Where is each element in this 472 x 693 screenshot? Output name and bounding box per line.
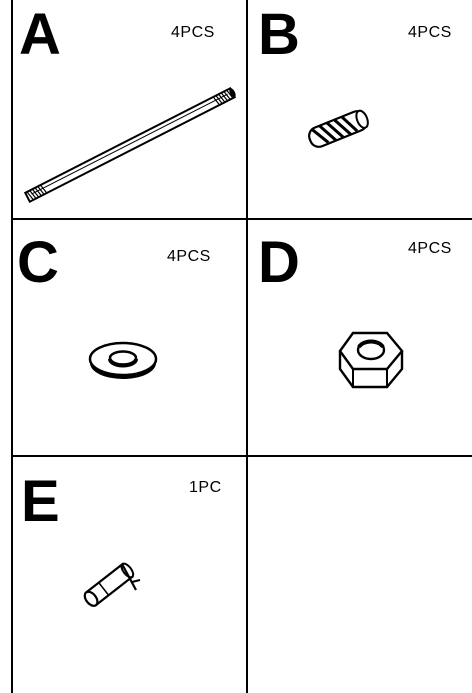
part-letter-e: E xyxy=(21,473,59,531)
empty-cell xyxy=(248,457,472,693)
pin-key-icon xyxy=(76,556,146,612)
washer-icon xyxy=(85,338,161,384)
part-letter-b: B xyxy=(258,6,299,64)
hex-nut-icon xyxy=(334,329,408,391)
part-letter-c: C xyxy=(17,234,58,292)
sleeve-anchor-icon xyxy=(300,104,380,154)
part-qty-d: 4PCS xyxy=(408,240,452,258)
part-qty-c: 4PCS xyxy=(167,248,211,266)
part-qty-b: 4PCS xyxy=(408,24,452,42)
part-letter-d: D xyxy=(258,234,299,292)
part-qty-e: 1PC xyxy=(189,479,222,497)
